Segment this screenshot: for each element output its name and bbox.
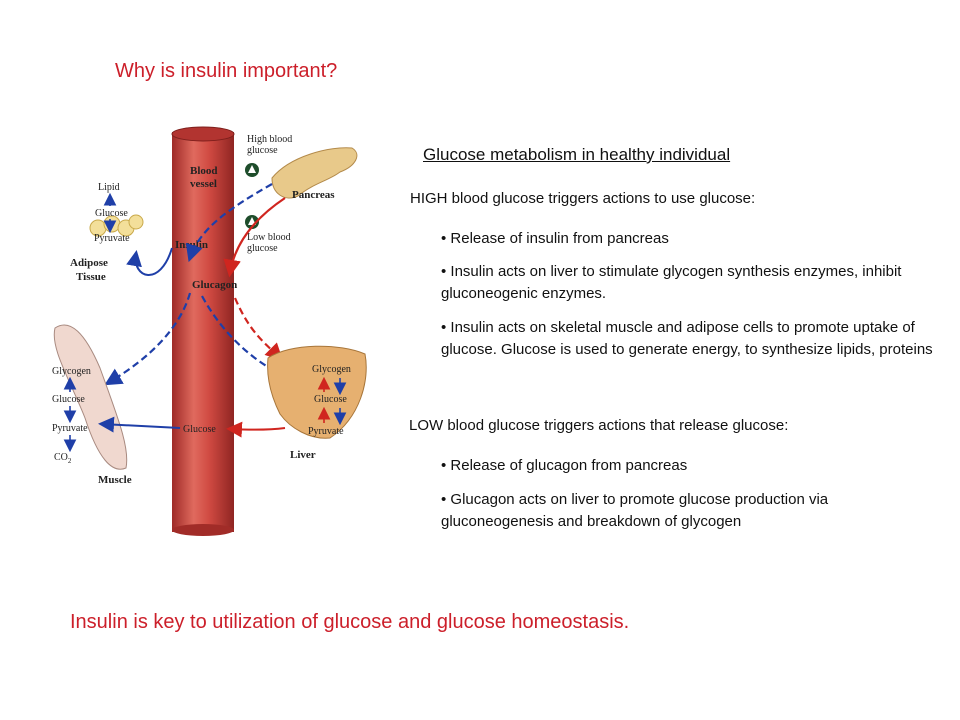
adipose-glucose-label: Glucose — [95, 208, 128, 219]
svg-text:glucose: glucose — [247, 145, 278, 156]
co2-label: CO2 — [54, 452, 72, 465]
low-blood-glucose-label: Low blood — [247, 232, 291, 243]
section-heading: Glucose metabolism in healthy individual — [423, 145, 731, 164]
muscle-glucose-label: Glucose — [52, 394, 85, 405]
low-bullet-1: • Release of glucagon from pancreas — [441, 457, 688, 474]
liver-glucose-label: Glucose — [314, 394, 347, 405]
pancreas-label: Pancreas — [292, 189, 335, 201]
low-glucose-title: LOW blood glucose triggers actions that … — [409, 417, 789, 434]
high-blood-glucose-label: High blood — [247, 134, 292, 145]
svg-text:glucose: glucose — [247, 243, 278, 254]
muscle-label: Muscle — [98, 474, 132, 486]
vessel-glucose-label: Glucose — [183, 424, 216, 435]
muscle-pyruvate-label: Pyruvate — [52, 423, 88, 434]
conclusion-text: Insulin is key to utilization of glucose… — [70, 611, 630, 633]
blood-vessel-label: Blood — [190, 165, 218, 177]
adipose-pyruvate-label: Pyruvate — [94, 233, 130, 244]
liver-glycogen-label: Glycogen — [312, 364, 351, 375]
insulin-label: Insulin — [175, 239, 208, 251]
muscle-glycogen-label: Glycogen — [52, 366, 91, 377]
high-bullet-2: • Insulin acts on liver to stimulate gly… — [441, 263, 902, 302]
blood-vessel — [171, 126, 235, 536]
svg-text:Tissue: Tissue — [76, 271, 106, 283]
high-bullet-3: • Insulin acts on skeletal muscle and ad… — [441, 319, 933, 358]
glucose-regulation-diagram: Blood vessel Pancreas High blood glucose… — [52, 126, 367, 536]
liver-pyruvate-label: Pyruvate — [308, 426, 344, 437]
liver-shape — [267, 345, 367, 439]
high-bullet-1: • Release of insulin from pancreas — [441, 230, 669, 247]
lipid-label: Lipid — [98, 182, 120, 193]
low-bullet-2: • Glucagon acts on liver to promote gluc… — [441, 491, 829, 530]
glucagon-label: Glucagon — [192, 279, 237, 291]
high-glucose-title: HIGH blood glucose triggers actions to u… — [410, 190, 756, 207]
svg-text:vessel: vessel — [190, 178, 217, 190]
slide-title: Why is insulin important? — [115, 60, 338, 82]
liver-label: Liver — [290, 449, 316, 461]
adipose-tissue-label: Adipose — [70, 257, 108, 269]
pancreas-shape — [271, 147, 358, 199]
triangle-up-icon — [248, 165, 256, 173]
